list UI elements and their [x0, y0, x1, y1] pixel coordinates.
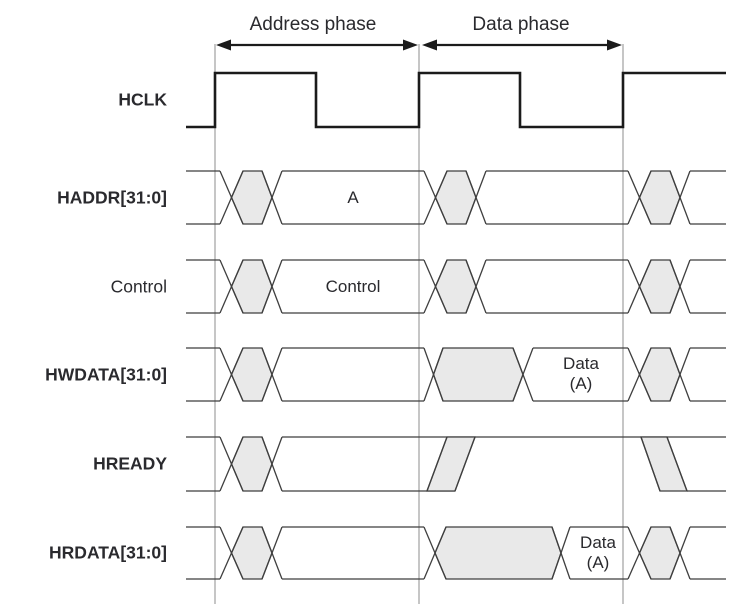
wave-line	[669, 347, 691, 402]
bus-value-haddr: A	[347, 188, 359, 207]
wave-line	[423, 170, 448, 225]
phase-label-address: Address phase	[249, 14, 377, 35]
unknown-region-hexagon	[432, 347, 524, 402]
unknown-region-hexagon	[434, 526, 562, 580]
unknown-region-hexagon	[638, 170, 681, 225]
unknown-region-hexagon	[638, 526, 681, 580]
bus-value-hrdata-line1: Data	[580, 533, 616, 552]
wave-line	[551, 526, 571, 580]
phase-arrows	[216, 39, 622, 51]
hrdata-waveform	[186, 526, 726, 580]
unknown-region-hexagon	[230, 347, 273, 402]
wave-line	[261, 259, 283, 314]
wave-line	[669, 526, 691, 580]
address-phase-arrow	[216, 39, 418, 51]
unknown-region-hexagon	[434, 259, 477, 314]
data-phase-arrow	[422, 39, 622, 51]
wave-line	[666, 436, 688, 492]
wave-line	[512, 347, 534, 402]
signal-label-control: Control	[110, 276, 167, 297]
haddr-waveform	[186, 170, 726, 225]
data-phase-arrow-left-head	[422, 39, 437, 51]
wave-line	[627, 259, 652, 314]
bus-value-hwdata-line2: (A)	[569, 374, 593, 393]
unknown-region-hexagon	[638, 259, 681, 314]
hclk-trace	[186, 71, 726, 129]
wave-line	[219, 259, 244, 314]
wave-line	[261, 526, 283, 580]
wave-line	[261, 170, 283, 225]
wave-line	[423, 526, 447, 580]
wave-line	[640, 436, 661, 492]
wave-line	[465, 259, 487, 314]
wave-line	[454, 436, 476, 492]
bus-value-hwdata: Data (A)	[563, 354, 599, 394]
wave-line	[219, 526, 244, 580]
wave-line	[426, 436, 448, 492]
control-waveform	[186, 259, 726, 314]
bus-value-control: Control	[325, 277, 381, 296]
address-phase-arrow-left-head	[216, 39, 231, 51]
unknown-region-hexagon	[434, 170, 477, 225]
wave-line	[261, 347, 283, 402]
unknown-region-hexagon	[230, 259, 273, 314]
hwdata-waveform	[186, 347, 726, 402]
signal-label-haddr: HADDR[31:0]	[57, 187, 167, 208]
wave-line	[669, 170, 691, 225]
falling-transition-band	[640, 436, 688, 492]
unknown-region-hexagon	[638, 347, 681, 402]
wave-line	[219, 347, 244, 402]
wave-line	[627, 347, 652, 402]
grid-lines	[214, 44, 624, 604]
address-phase-arrow-right-head	[403, 39, 418, 51]
hclk-waveform	[186, 71, 726, 129]
wave-line	[627, 526, 652, 580]
bus-value-hwdata-line1: Data	[563, 354, 599, 373]
unknown-region-hexagon	[230, 170, 273, 225]
wave-line	[219, 436, 244, 492]
rising-transition-band	[426, 436, 476, 492]
signal-label-hclk: HCLK	[118, 89, 167, 110]
wave-line	[423, 259, 448, 314]
signal-label-hwdata: HWDATA[31:0]	[45, 364, 167, 385]
unknown-region-hexagon	[230, 436, 273, 492]
waveforms	[186, 71, 726, 580]
signal-label-hrdata: HRDATA[31:0]	[49, 542, 167, 563]
wave-line	[423, 347, 444, 402]
wave-line	[465, 170, 487, 225]
hready-waveform	[186, 436, 726, 492]
wave-line	[219, 170, 244, 225]
signal-label-hready: HREADY	[93, 453, 167, 474]
unknown-region-hexagon	[230, 526, 273, 580]
wave-line	[627, 170, 652, 225]
data-phase-arrow-right-head	[607, 39, 622, 51]
bus-value-hrdata-line2: (A)	[586, 553, 610, 572]
phase-label-data: Data phase	[472, 14, 570, 35]
bus-value-hrdata: Data (A)	[580, 533, 616, 573]
wave-line	[261, 436, 283, 492]
wave-line	[669, 259, 691, 314]
